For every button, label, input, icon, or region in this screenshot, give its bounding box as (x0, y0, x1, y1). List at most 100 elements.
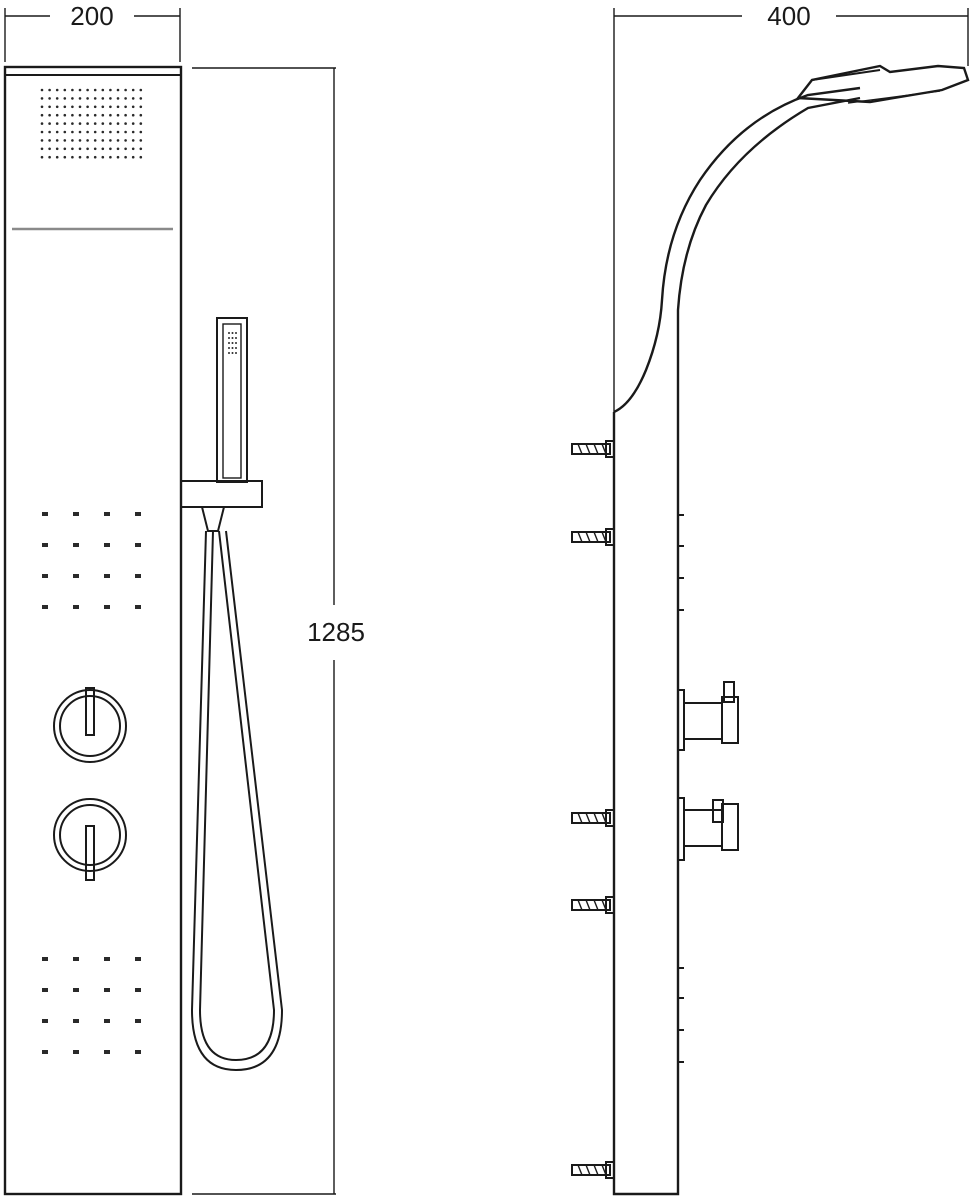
nozzle-dot (48, 147, 51, 151)
nozzle-dot (55, 105, 59, 109)
nozzle-dot (86, 113, 89, 117)
nozzle-dot (116, 105, 120, 109)
body-jet-dot (73, 543, 79, 547)
spray-hole (231, 337, 234, 339)
top-nozzle-grid (40, 88, 143, 159)
nozzle-dot (93, 88, 97, 92)
nozzle-dot (124, 122, 127, 125)
nozzle-dot (116, 97, 120, 100)
hand-shower-spray-holes (228, 332, 237, 354)
side-column-outline (612, 412, 680, 1196)
body-jet-dot (104, 605, 110, 609)
nozzle-dot (131, 97, 135, 100)
height-label: 1285 (307, 617, 365, 647)
nozzle-dot (40, 97, 44, 100)
nozzle-dot (116, 139, 120, 142)
nozzle-dot (116, 122, 120, 125)
nozzle-dot (71, 155, 74, 159)
nozzle-dot (63, 155, 67, 159)
body-jet-dot (73, 957, 79, 961)
nozzle-dot (78, 97, 82, 100)
nozzle-dot (71, 105, 74, 109)
nozzle-dot (40, 155, 44, 159)
nozzle-dot (86, 97, 89, 100)
shower-hose-outer (190, 530, 284, 1072)
nozzle-dot (101, 147, 105, 151)
nozzle-dot (40, 130, 44, 134)
wall-inlet-connectors (571, 440, 615, 1179)
body-jet-dot (104, 512, 110, 516)
nozzle-dot (131, 155, 135, 159)
nozzle-dot (131, 105, 135, 109)
nozzle-dot (78, 105, 82, 109)
nozzle-dot (71, 139, 74, 142)
nozzle-dot (48, 97, 51, 100)
nozzle-dot (109, 97, 112, 100)
nozzle-dot (109, 147, 112, 151)
depth-label: 400 (767, 1, 810, 31)
nozzle-dot (109, 105, 112, 109)
spray-hole (231, 332, 234, 334)
nozzle-dot (139, 122, 143, 125)
nozzle-dot (86, 147, 89, 151)
body-jet-dot (104, 988, 110, 992)
body-jet-dot (73, 988, 79, 992)
nozzle-dot (48, 122, 51, 125)
spray-hole (235, 332, 237, 334)
nozzle-dot (78, 122, 82, 125)
body-jet-dot (104, 1019, 110, 1023)
nozzle-dot (40, 88, 44, 92)
nozzle-dot (86, 122, 89, 125)
nozzle-dot (139, 147, 143, 151)
nozzle-dot (78, 147, 82, 151)
nozzle-dot (109, 88, 112, 92)
nozzle-dot (63, 105, 67, 109)
body-jet-dot (73, 1019, 79, 1023)
nozzle-dot (101, 139, 105, 142)
nozzle-dot (71, 97, 74, 100)
nozzle-dot (131, 130, 135, 134)
nozzle-dot (131, 88, 135, 92)
nozzle-dot (131, 147, 135, 151)
overhead-shower-head (795, 64, 970, 104)
upper-body-jets (42, 512, 141, 609)
nozzle-dot (109, 113, 112, 117)
nozzle-dot (101, 122, 105, 125)
nozzle-dot (63, 88, 67, 92)
nozzle-dot (93, 139, 97, 142)
upper-control-knob (53, 687, 127, 763)
nozzle-dot (93, 97, 97, 100)
wall-connector (571, 440, 615, 458)
body-jet-dot (135, 512, 141, 516)
nozzle-dot (93, 113, 97, 117)
nozzle-dot (109, 130, 112, 134)
body-jet-dot (135, 1050, 141, 1054)
width-label: 200 (70, 1, 113, 31)
wall-connector (571, 896, 615, 914)
body-jet-dot (104, 543, 110, 547)
nozzle-dot (101, 113, 105, 117)
nozzle-dot (124, 113, 127, 117)
nozzle-dot (139, 88, 143, 92)
side-lower-control-knob (677, 797, 739, 861)
nozzle-dot (63, 130, 67, 134)
body-jet-dot (104, 1050, 110, 1054)
nozzle-dot (48, 139, 51, 142)
nozzle-dot (78, 155, 82, 159)
body-jet-dot (73, 574, 79, 578)
spray-hole (228, 352, 230, 354)
nozzle-dot (86, 88, 89, 92)
nozzle-dot (63, 139, 67, 142)
body-jet-dot (104, 574, 110, 578)
front-view (3, 65, 284, 1196)
nozzle-dot (116, 147, 120, 151)
dimension-height-1285: 1285 (192, 67, 365, 1195)
nozzle-dot (131, 122, 135, 125)
body-jet-dot (42, 543, 48, 547)
spray-hole (231, 342, 234, 344)
nozzle-dot (55, 122, 59, 125)
nozzle-dot (55, 155, 59, 159)
body-jet-dot (135, 543, 141, 547)
nozzle-dot (124, 139, 127, 142)
side-view-jet-marks (678, 514, 684, 1063)
